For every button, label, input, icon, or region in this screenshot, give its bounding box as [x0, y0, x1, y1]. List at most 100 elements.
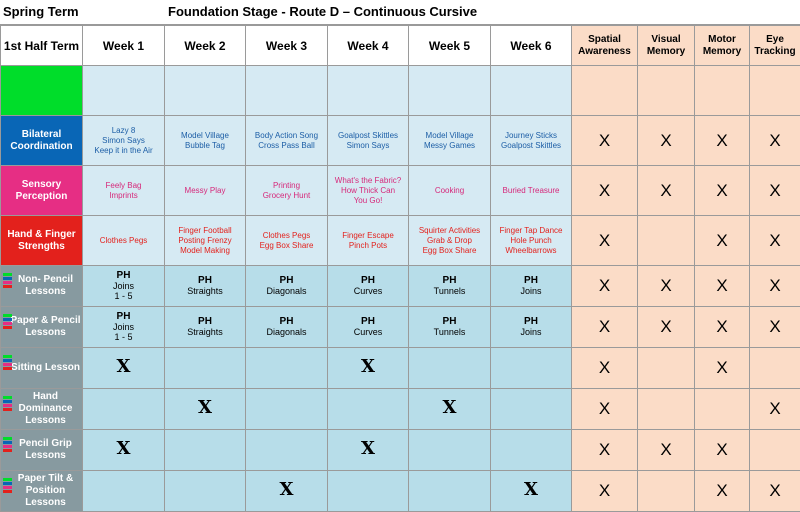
ph-detail: Joins [491, 286, 571, 296]
activity-line: You Go! [328, 196, 408, 206]
week-header: Week 5 [409, 26, 491, 66]
week-cell: Clothes Pegs [83, 216, 165, 266]
skill-cell: X [572, 116, 638, 166]
week-cell [328, 389, 409, 430]
page-title: Foundation Stage - Route D – Continuous … [168, 4, 477, 19]
week-cell: Messy Play [165, 166, 246, 216]
title-bar: Spring Term Foundation Stage - Route D –… [0, 0, 800, 25]
color-stripes-icon [3, 437, 12, 453]
row-label-text: Pencil Grip Lessons [1, 438, 82, 462]
week-header: Week 2 [165, 26, 246, 66]
activity-line: Model Village [409, 131, 490, 141]
skill-header: Visual Memory [638, 26, 695, 66]
activity-line: Clothes Pegs [246, 231, 327, 241]
week-header: Week 6 [491, 26, 572, 66]
skill-cell: X [572, 348, 638, 389]
activity-line: Messy Games [409, 141, 490, 151]
week-cell: X [328, 348, 409, 389]
week-cell [491, 348, 572, 389]
color-stripes-icon [3, 314, 12, 330]
activity-line: Egg Box Share [409, 246, 490, 256]
activity-line: Cross Pass Ball [246, 141, 327, 151]
ph-detail: Diagonals [246, 327, 327, 337]
ph-label: PH [246, 276, 327, 286]
week-cell [409, 471, 491, 512]
week-cell: X [165, 389, 246, 430]
activity-line: Clothes Pegs [83, 236, 164, 246]
ph-label: PH [165, 317, 245, 327]
skill-cell: X [695, 471, 750, 512]
skill-cell: X [695, 307, 750, 348]
ph-label: PH [83, 312, 164, 322]
activity-line: Finger Escape [328, 231, 408, 241]
week-cell: X [491, 471, 572, 512]
activity-line: Lazy 8 [83, 126, 164, 136]
skill-cell [638, 348, 695, 389]
activity-line: Finger Football [165, 226, 245, 236]
skill-cell: X [572, 216, 638, 266]
skill-cell [638, 471, 695, 512]
skill-cell: X [750, 116, 800, 166]
blank-row [1, 66, 800, 116]
week-cell [165, 348, 246, 389]
ph-detail: Straights [165, 327, 245, 337]
activity-line: Posting Frenzy [165, 236, 245, 246]
ph-label: PH [246, 317, 327, 327]
skill-cell: X [695, 166, 750, 216]
row-label-tilt: Paper Tilt & Position Lessons [1, 471, 83, 512]
skill-cell: X [695, 430, 750, 471]
week-cell [491, 430, 572, 471]
ph-detail: Diagonals [246, 286, 327, 296]
skill-cell: X [695, 216, 750, 266]
activity-line: What's the Fabric? [328, 176, 408, 186]
activity-line: Egg Box Share [246, 241, 327, 251]
activity-line: Imprints [83, 191, 164, 201]
week-cell [83, 389, 165, 430]
activity-line: Pinch Pots [328, 241, 408, 251]
skill-cell: X [572, 430, 638, 471]
week-cell: Buried Treasure [491, 166, 572, 216]
activity-line: Goalpost Skittles [328, 131, 408, 141]
ph-label: PH [165, 276, 245, 286]
week-cell [246, 348, 328, 389]
skill-cell: X [750, 166, 800, 216]
week-cell [165, 430, 246, 471]
color-stripes-icon [3, 355, 12, 371]
activity-line: Model Village [165, 131, 245, 141]
activity-line: Printing [246, 181, 327, 191]
activity-line: Body Action Song [246, 131, 327, 141]
lesson-mark: X [524, 479, 538, 500]
corner-header: 1st Half Term [1, 26, 83, 66]
curriculum-table: 1st Half Term Week 1 Week 2 Week 3 Week … [0, 25, 800, 512]
activity-line: Messy Play [165, 186, 245, 196]
ph-detail: Curves [328, 327, 408, 337]
skill-cell: X [572, 266, 638, 307]
skill-cell: X [638, 307, 695, 348]
skill-cell: X [750, 216, 800, 266]
ph-label: PH [409, 276, 490, 286]
skill-cell: X [572, 166, 638, 216]
ph-detail: Joins [83, 322, 164, 332]
row-label-text: Paper Tilt & Position Lessons [1, 473, 82, 509]
skill-cell: X [572, 471, 638, 512]
